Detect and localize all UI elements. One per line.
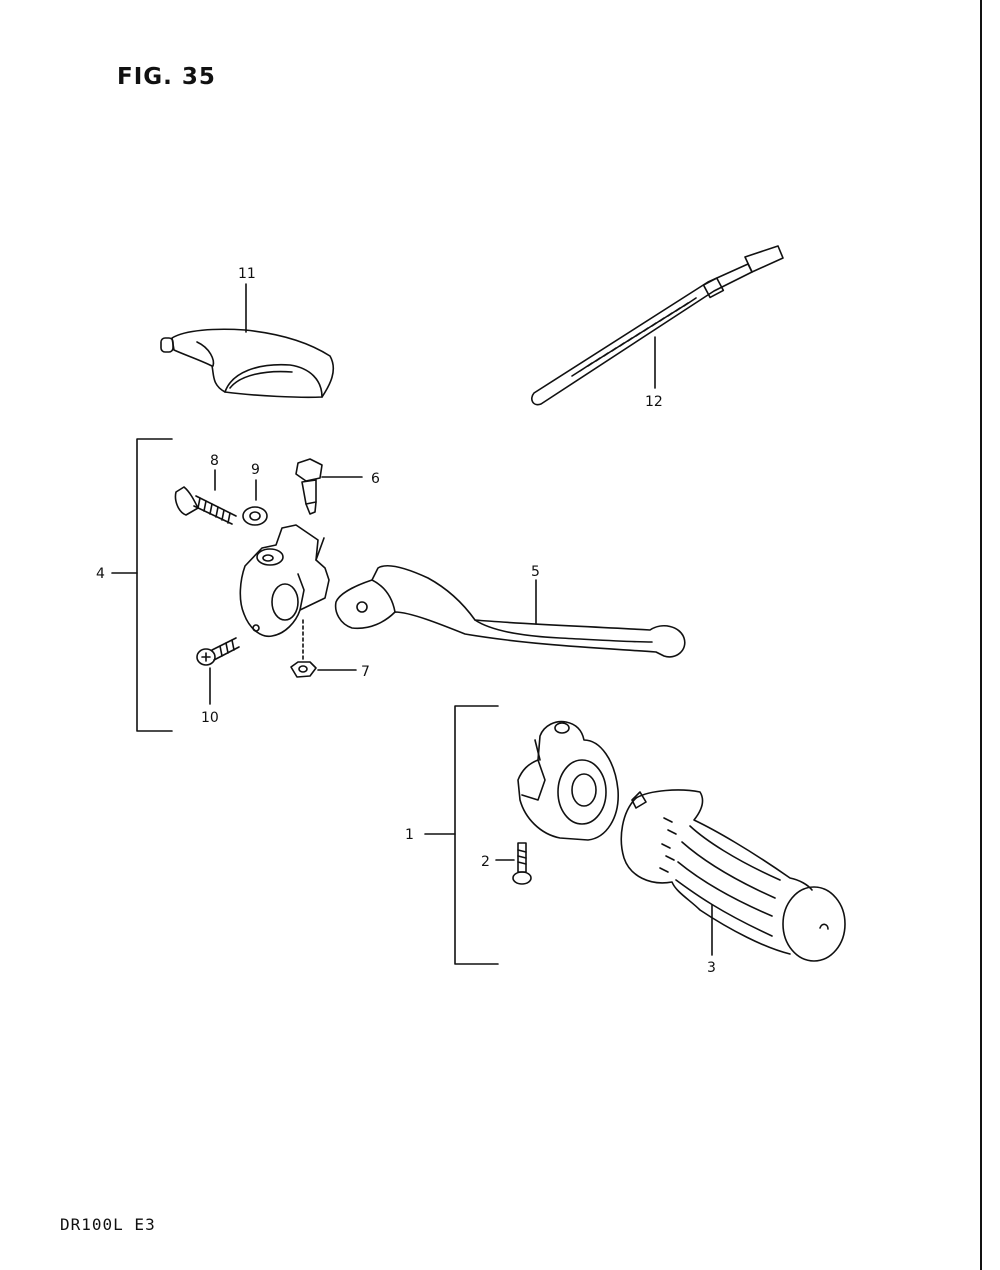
part-pivot-bolt-drawing bbox=[295, 458, 363, 515]
callout-4: 4 bbox=[96, 566, 105, 582]
part-cable-tie-drawing bbox=[531, 245, 784, 406]
part-lock-nut-drawing bbox=[242, 479, 268, 526]
part-screw-10-drawing bbox=[196, 637, 240, 705]
callout-12: 12 bbox=[645, 394, 663, 410]
part-clutch-lever-drawing bbox=[334, 564, 686, 658]
part-throttle-housing-drawing bbox=[517, 720, 619, 841]
callout-11: 11 bbox=[238, 266, 256, 282]
part-lever-boot-drawing bbox=[160, 283, 335, 399]
part-screw-2-drawing bbox=[495, 842, 532, 885]
bracket-assembly-1 bbox=[424, 705, 499, 965]
callout-6: 6 bbox=[371, 471, 380, 487]
callout-8: 8 bbox=[210, 453, 219, 469]
callout-7: 7 bbox=[361, 664, 370, 680]
callout-5: 5 bbox=[531, 564, 540, 580]
part-lever-holder-drawing bbox=[239, 524, 330, 661]
model-code: DR100L E3 bbox=[60, 1215, 156, 1234]
callout-3: 3 bbox=[707, 960, 716, 976]
part-nut-7-drawing bbox=[290, 661, 357, 678]
callout-1: 1 bbox=[405, 827, 414, 843]
part-handlebar-grip-drawing bbox=[620, 789, 846, 962]
callout-2: 2 bbox=[481, 854, 490, 870]
figure-title: FIG. 35 bbox=[117, 64, 216, 90]
callout-9: 9 bbox=[251, 462, 260, 478]
callout-10: 10 bbox=[201, 710, 219, 726]
part-adjuster-bolt-drawing bbox=[174, 469, 237, 525]
bracket-assembly-4 bbox=[111, 438, 173, 732]
page-border-line bbox=[980, 0, 982, 1270]
